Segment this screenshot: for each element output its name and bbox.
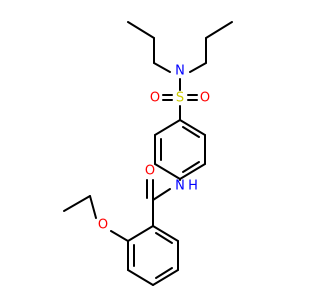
- bond: [189, 62, 207, 73]
- oxygen-sulfonyl-right-label: O: [200, 91, 210, 106]
- nitrogen-sulfonamide-label: N: [175, 64, 185, 79]
- bond: [152, 188, 171, 201]
- bond: [110, 230, 129, 242]
- bond: [205, 21, 233, 39]
- bond: [155, 232, 173, 244]
- bond: [182, 161, 200, 173]
- atom-labels: N S O O N H O O: [98, 64, 210, 233]
- bond-lines: [63, 21, 233, 286]
- bond: [89, 195, 97, 219]
- bond: [153, 62, 171, 73]
- bond: [63, 195, 91, 212]
- hydrogen-amide-label: H: [188, 179, 198, 194]
- nitrogen-amide-label: N: [175, 179, 185, 194]
- bond: [152, 225, 179, 242]
- bond: [179, 119, 206, 136]
- bond: [154, 163, 181, 180]
- oxygen-carbonyl-label: O: [145, 164, 155, 179]
- molecule-structure: N S O O N H O O: [63, 21, 233, 286]
- bond: [179, 163, 206, 180]
- sulfur-label: S: [176, 91, 184, 106]
- bond: [154, 119, 181, 136]
- bond: [127, 269, 154, 286]
- oxygen-sulfonyl-left-label: O: [150, 91, 160, 106]
- oxygen-ether-label: O: [98, 218, 108, 233]
- bond: [152, 269, 179, 286]
- bond: [182, 126, 200, 138]
- bond: [127, 225, 154, 242]
- bond: [127, 21, 155, 39]
- bond: [155, 267, 173, 279]
